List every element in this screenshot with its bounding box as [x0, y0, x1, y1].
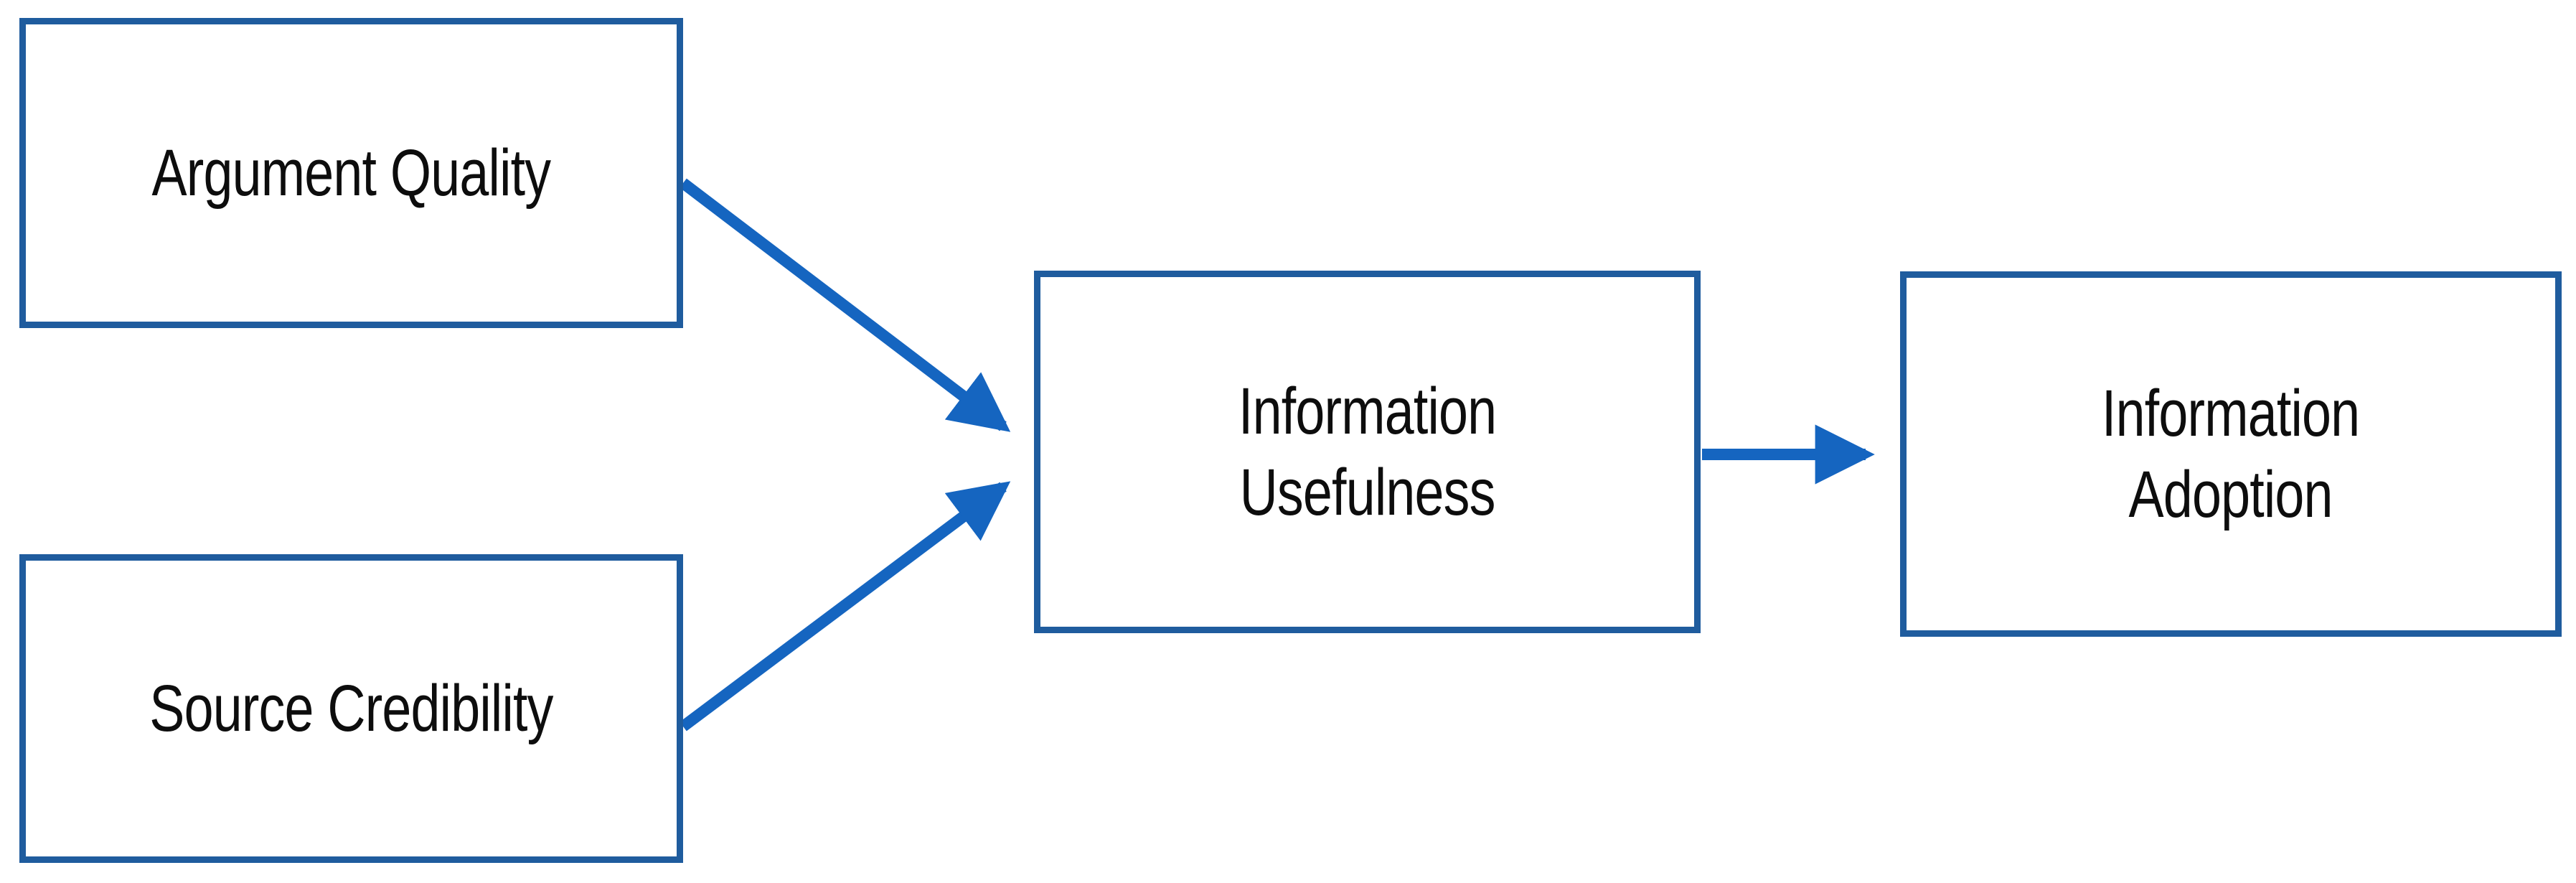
node-information-adoption[interactable]: Information Adoption: [1900, 271, 2562, 637]
node-information-usefulness[interactable]: Information Usefulness: [1034, 271, 1701, 633]
edge-source-credibility-to-usefulness: [680, 481, 1011, 732]
edge-argument-quality-to-usefulness: [680, 178, 1011, 432]
node-source-credibility[interactable]: Source Credibility: [19, 554, 683, 863]
node-label-information-usefulness: Information Usefulness: [1238, 375, 1497, 529]
node-argument-quality[interactable]: Argument Quality: [19, 18, 683, 328]
node-label-source-credibility: Source Credibility: [149, 671, 553, 745]
node-label-argument-quality: Argument Quality: [151, 136, 552, 210]
node-label-information-adoption: Information Adoption: [2102, 377, 2360, 531]
